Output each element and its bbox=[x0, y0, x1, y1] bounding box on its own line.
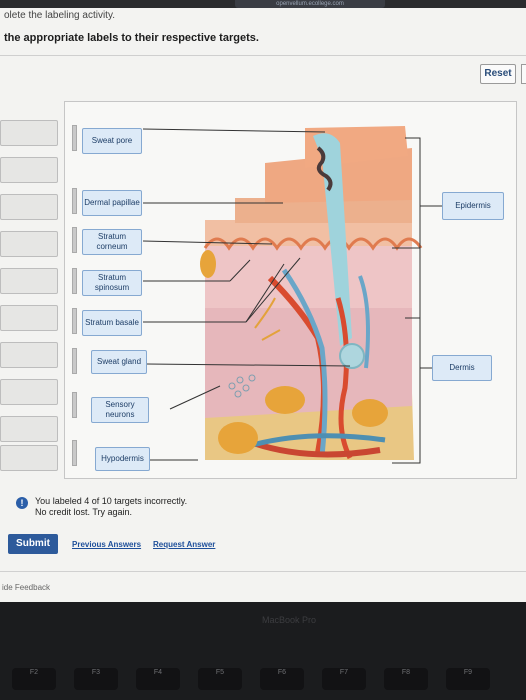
label-bank-slot[interactable] bbox=[0, 445, 58, 471]
keyboard-key: F6 bbox=[260, 668, 304, 690]
feedback-line-2: No credit lost. Try again. bbox=[35, 507, 133, 517]
provide-feedback-link[interactable]: ide Feedback bbox=[2, 583, 51, 592]
laptop-model-label: MacBook Pro bbox=[262, 615, 317, 625]
skin-cross-section-illustration bbox=[142, 126, 442, 464]
label-sweat-gland[interactable]: Sweat gland bbox=[91, 350, 147, 374]
label-bank-slot[interactable] bbox=[0, 342, 58, 368]
feedback-line-1: You labeled 4 of 10 targets incorrectly. bbox=[35, 496, 188, 506]
request-answer-link[interactable]: Request Answer bbox=[153, 540, 216, 549]
drop-target[interactable] bbox=[72, 227, 77, 253]
label-dermis[interactable]: Dermis bbox=[432, 355, 492, 381]
label-stratum-basale[interactable]: Stratum basale bbox=[82, 310, 142, 336]
label-bank-slot[interactable] bbox=[0, 231, 58, 257]
keyboard-key: F4 bbox=[136, 668, 180, 690]
label-bank-slot[interactable] bbox=[0, 416, 58, 442]
keyboard-key: F8 bbox=[384, 668, 428, 690]
label-epidermis[interactable]: Epidermis bbox=[442, 192, 504, 220]
help-button-edge[interactable] bbox=[521, 64, 526, 84]
label-bank-slot[interactable] bbox=[0, 120, 58, 146]
drop-target[interactable] bbox=[72, 188, 77, 214]
label-bank-slot[interactable] bbox=[0, 305, 58, 331]
label-hypodermis[interactable]: Hypodermis bbox=[95, 447, 150, 471]
drop-target[interactable] bbox=[72, 308, 77, 334]
keyboard-key: F3 bbox=[74, 668, 118, 690]
keyboard-key: F5 bbox=[198, 668, 242, 690]
keyboard-key: F9 bbox=[446, 668, 490, 690]
activity-instruction: the appropriate labels to their respecti… bbox=[4, 32, 259, 44]
drop-target[interactable] bbox=[72, 392, 77, 418]
divider bbox=[0, 55, 526, 56]
label-sensory-neurons[interactable]: Sensory neurons bbox=[91, 397, 149, 423]
submit-button[interactable]: Submit bbox=[8, 534, 58, 554]
drop-target[interactable] bbox=[72, 348, 77, 374]
label-bank-slot[interactable] bbox=[0, 157, 58, 183]
label-stratum-spinosum[interactable]: Stratum spinosum bbox=[82, 270, 142, 296]
previous-answers-link[interactable]: Previous Answers bbox=[72, 540, 142, 549]
url-bar[interactable]: openvellum.ecollege.com bbox=[235, 0, 385, 8]
label-dermal-papillae[interactable]: Dermal papillae bbox=[82, 190, 142, 216]
keyboard-key: F7 bbox=[322, 668, 366, 690]
keyboard-key: F2 bbox=[12, 668, 56, 690]
drop-target[interactable] bbox=[72, 440, 77, 466]
label-bank-slot[interactable] bbox=[0, 379, 58, 405]
drop-target[interactable] bbox=[72, 268, 77, 294]
feedback-message: ! You labeled 4 of 10 targets incorrectl… bbox=[16, 496, 187, 518]
activity-breadcrumb: olete the labeling activity. bbox=[4, 10, 115, 21]
browser-viewport: olete the labeling activity. the appropr… bbox=[0, 8, 526, 602]
alert-icon: ! bbox=[16, 497, 28, 509]
label-stratum-corneum[interactable]: Stratum corneum bbox=[82, 229, 142, 255]
label-bank-slot[interactable] bbox=[0, 194, 58, 220]
reset-button[interactable]: Reset bbox=[480, 64, 516, 84]
label-bank-slot[interactable] bbox=[0, 268, 58, 294]
drop-target[interactable] bbox=[72, 125, 77, 151]
label-sweat-pore[interactable]: Sweat pore bbox=[82, 128, 142, 154]
footer-divider bbox=[0, 571, 526, 572]
